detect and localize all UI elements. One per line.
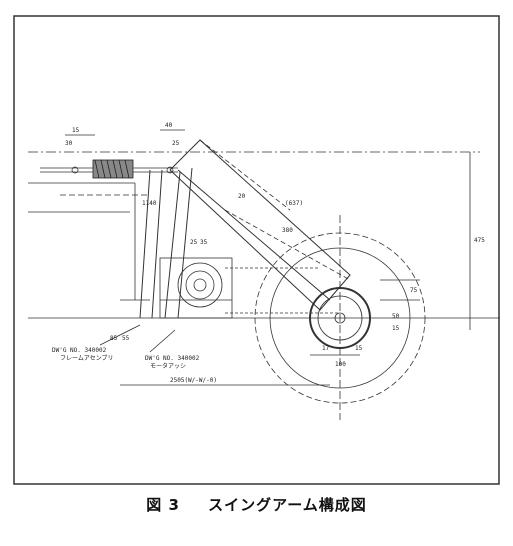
dim-arm-length: 380: [282, 227, 293, 234]
dim-top-left-2: 30: [65, 140, 73, 147]
dim-arm-offset: 20: [238, 193, 246, 200]
motor-housing: [159, 257, 233, 319]
ref-mid-dwg-sub: モータアッシ: [150, 362, 186, 370]
ref-mid-dwg: DW'G NO. 340002: [145, 355, 200, 362]
dim-left-v-2: 85: [110, 335, 118, 342]
ref-left-dwg: DW'G NO. 340002: [52, 347, 107, 354]
dim-arm-upper: (637): [285, 200, 303, 207]
dim-wheel-w2: 100: [335, 361, 346, 368]
dim-left-v-3: 55: [122, 335, 130, 342]
dim-left-v-5: 25: [190, 239, 198, 246]
dim-top-mid-2: 25: [172, 140, 180, 147]
figure-title: スイングアーム構成図: [208, 496, 367, 514]
wheel: [254, 215, 426, 420]
drawing-border: [13, 15, 500, 485]
dim-height-total: 475: [474, 237, 485, 244]
figure-number: 図 3: [146, 496, 180, 514]
figure-caption: 図 3 スイングアーム構成図: [0, 494, 513, 515]
dim-wheel-w3: 15: [355, 345, 363, 352]
dim-left-v-1: 1140: [142, 200, 157, 207]
dim-right-small-3: 15: [392, 325, 400, 332]
dim-bottom-len: 2505(W/-W/-0): [170, 377, 217, 384]
dim-wheel-w1: 17: [322, 345, 330, 352]
swing-arm-linkage: [139, 139, 351, 319]
dim-left-v-4: 35: [200, 239, 208, 246]
dim-top-mid-1: 40: [165, 122, 173, 129]
dim-top-left-1: 15: [72, 127, 80, 134]
dim-right-small-2: 50: [392, 313, 400, 320]
drive-chain: [225, 267, 340, 314]
ref-left-dwg-sub: フレームアセンブリ: [60, 354, 114, 362]
shock-absorber: [40, 159, 178, 179]
dim-right-small-1: 75: [410, 287, 418, 294]
